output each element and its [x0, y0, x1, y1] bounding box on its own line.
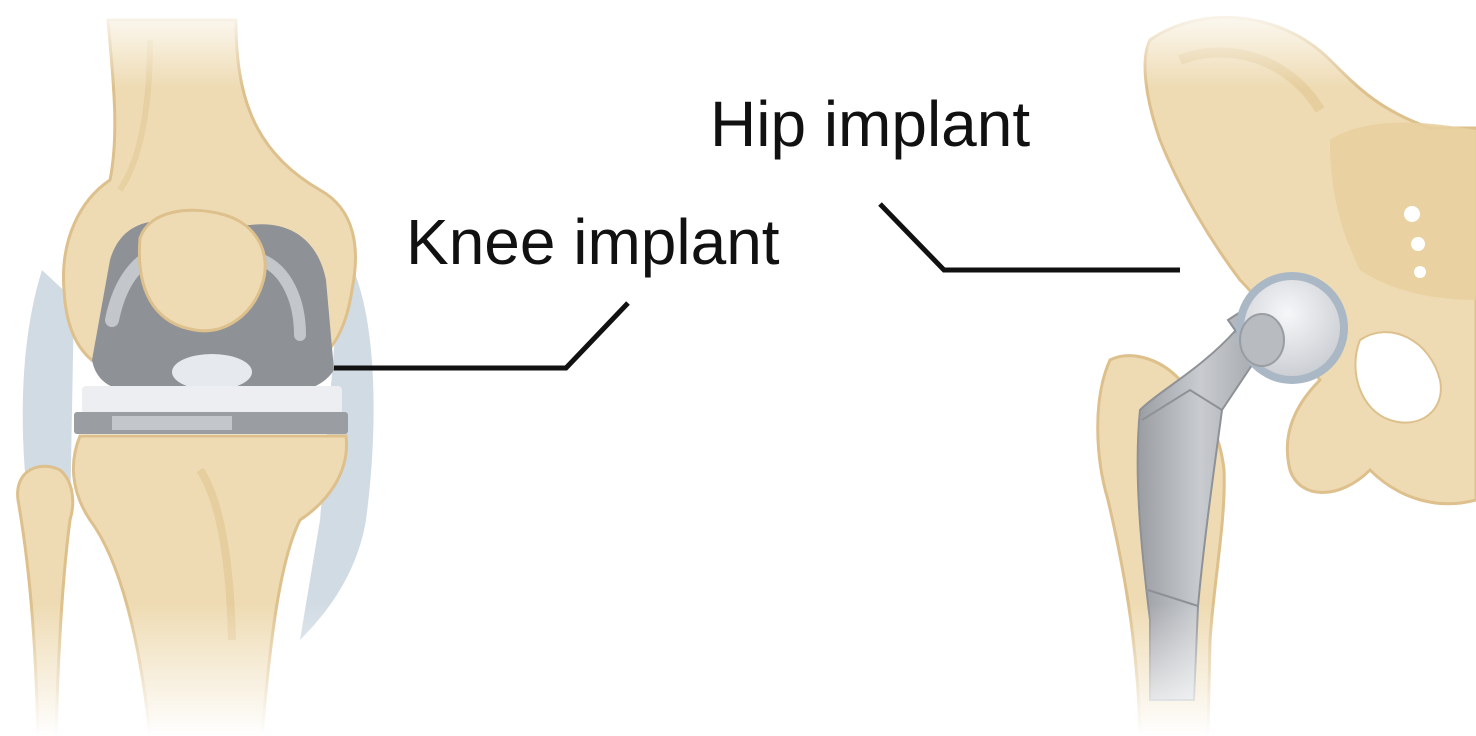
hip-implant-label: Hip implant: [710, 92, 1030, 156]
knee-implant-label: Knee implant: [406, 210, 780, 274]
